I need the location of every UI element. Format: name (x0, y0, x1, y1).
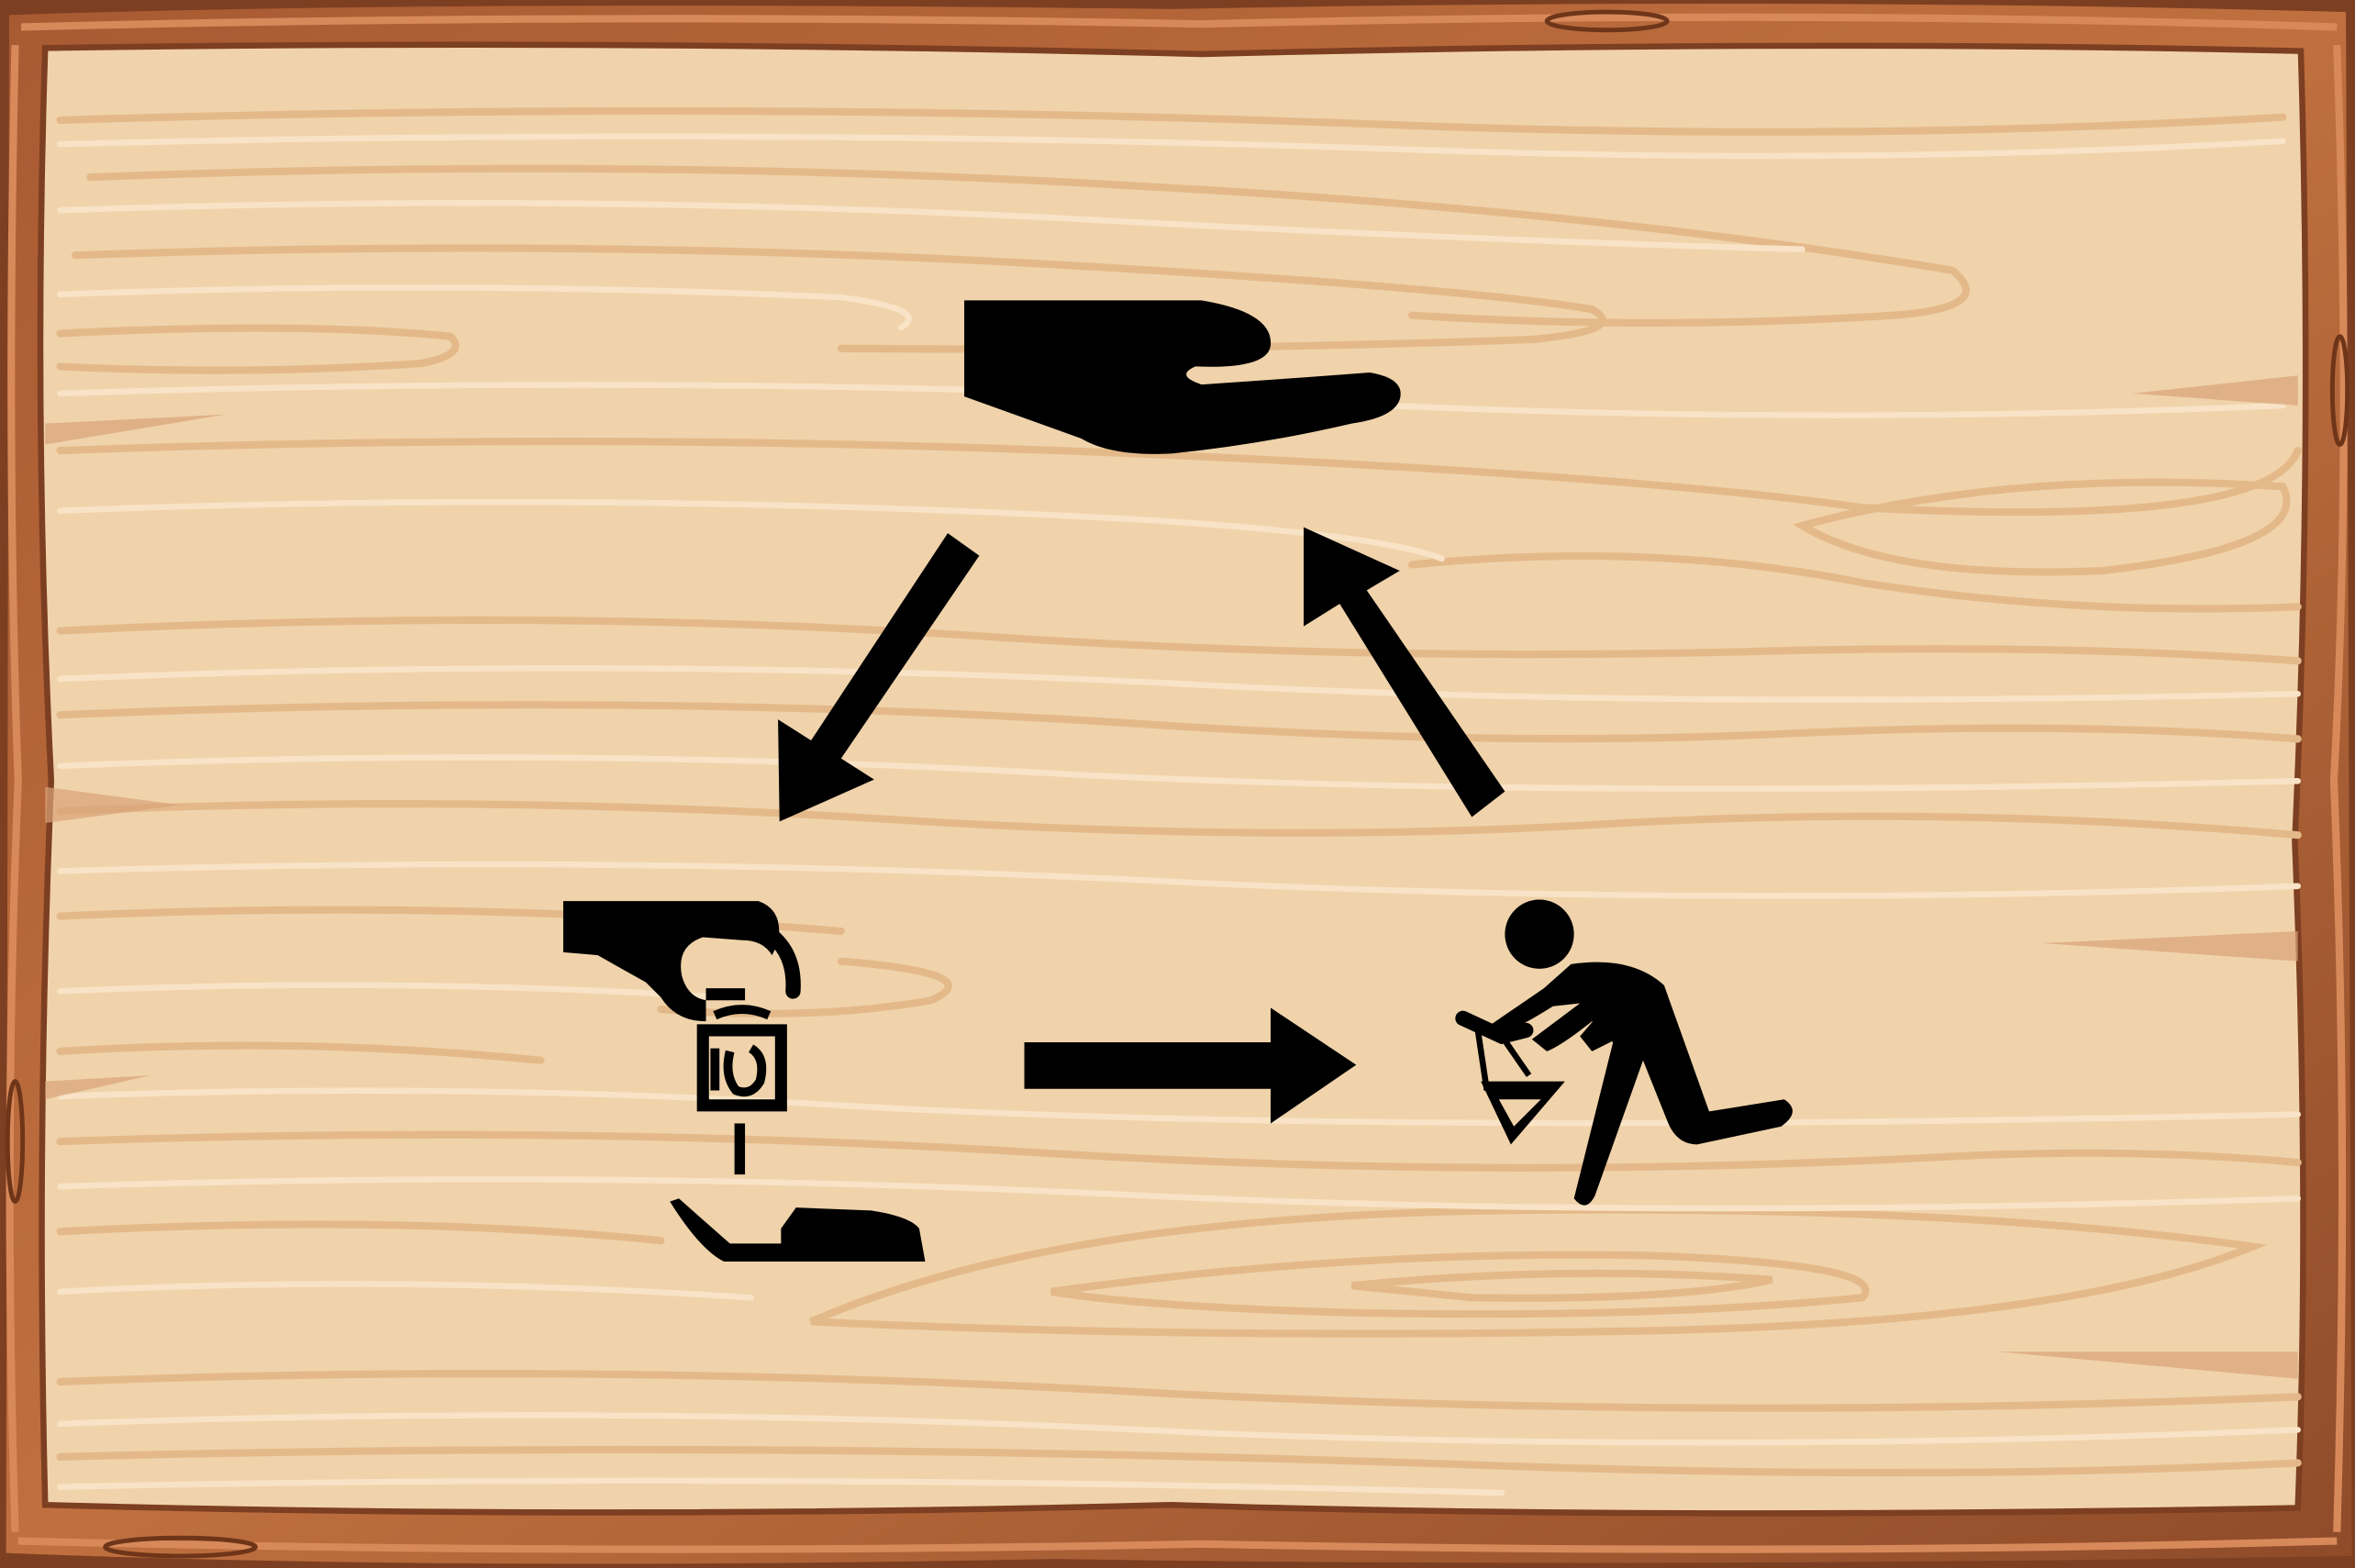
wood-grain (45, 106, 2302, 1496)
arrow-person-picking-up-bag-to-open-hand (1304, 527, 1505, 817)
hand-dropping-bag-icon (562, 901, 926, 1262)
cycle-arrows (778, 527, 1505, 1124)
person-picking-up-bag-icon (1455, 899, 1793, 1206)
arrow-open-hand-to-hand-dropping-bag (778, 533, 980, 822)
open-hand-icon (964, 300, 1401, 454)
arrow-hand-dropping-bag-to-person-picking-up-bag (1024, 1007, 1357, 1124)
